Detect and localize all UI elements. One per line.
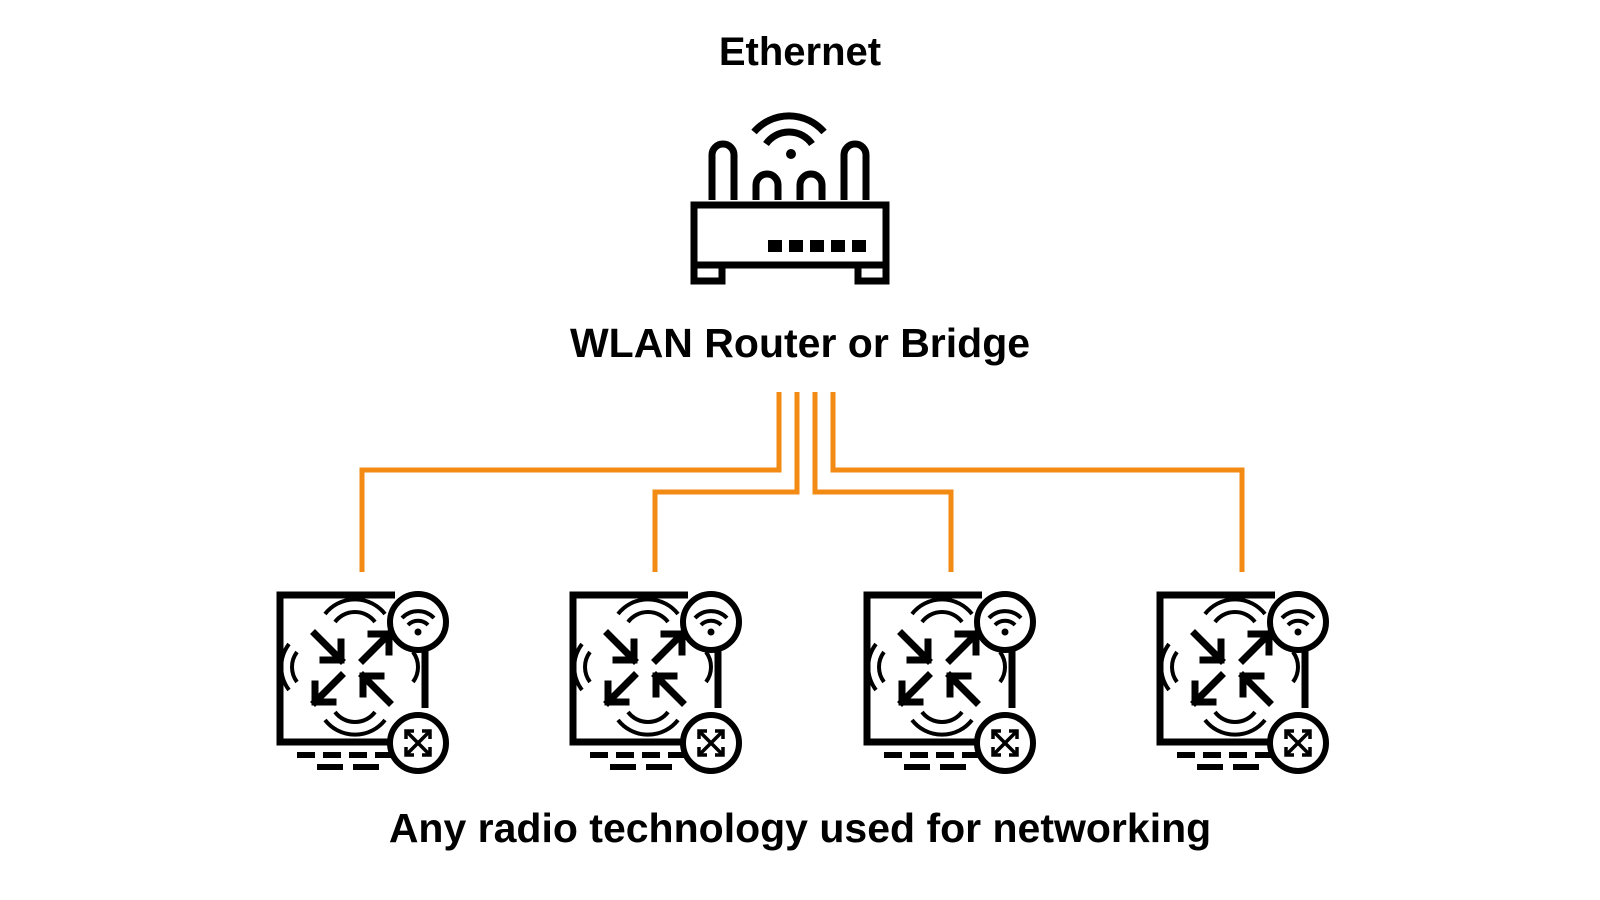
radio-technology-label: Any radio technology used for networking	[388, 805, 1212, 851]
mesh-node-icon	[573, 594, 739, 771]
mesh-node-icon	[867, 594, 1033, 771]
connector-line-2	[652, 392, 800, 572]
mesh-node-icon	[280, 594, 446, 771]
connector-line-3	[812, 392, 954, 572]
connector-line-4	[830, 392, 1245, 572]
connector-lines	[359, 392, 1245, 572]
mesh-node-icon	[1160, 594, 1326, 771]
wifi-router-icon	[690, 112, 890, 285]
router-label: WLAN Router or Bridge	[569, 320, 1031, 366]
router-status-lights	[768, 149, 866, 252]
ethernet-label: Ethernet	[718, 30, 882, 74]
connector-line-1	[359, 392, 782, 572]
